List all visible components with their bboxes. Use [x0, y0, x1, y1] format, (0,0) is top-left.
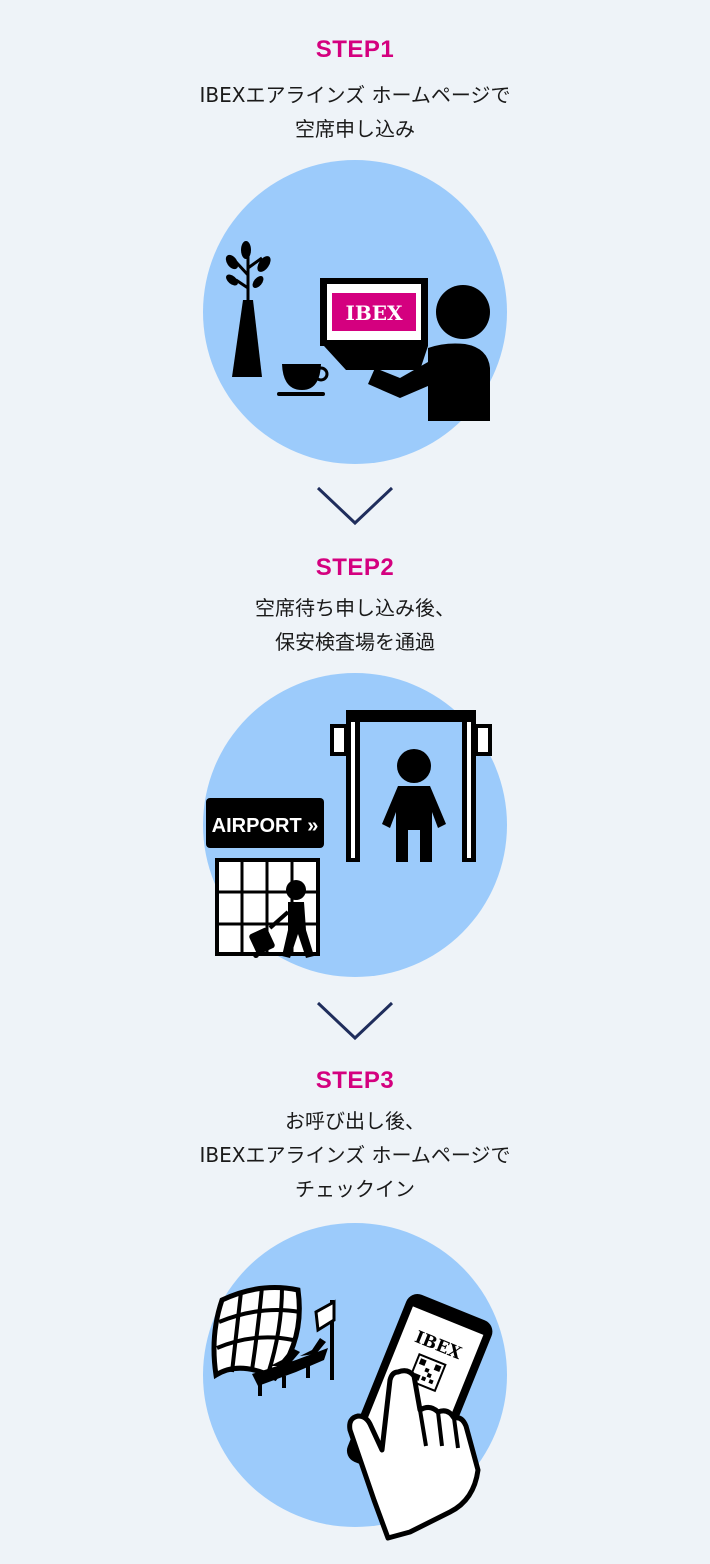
traveler-with-suitcase-icon: [249, 880, 314, 958]
waiting-seats-icon: [252, 1338, 328, 1396]
step3-title: STEP3: [315, 1067, 395, 1094]
step2-description: 空席待ち申し込み後、 保安検査場を通過: [0, 591, 710, 659]
step1-description: IBEXエアラインズ ホームページで 空席申し込み: [0, 78, 710, 146]
step3-desc-line3: チェックイン: [295, 1177, 415, 1201]
step1-title: STEP1: [315, 36, 395, 63]
person-icon: [368, 285, 490, 421]
laptop-icon: IBEX: [320, 278, 428, 370]
plant-vase-icon: [225, 241, 271, 377]
chevron-down-icon: [316, 1001, 394, 1041]
pointing-hand-icon: [347, 1368, 481, 1541]
qr-code-icon: [407, 1353, 447, 1393]
step3-desc-line2: IBEXエアラインズ ホームページで: [199, 1143, 511, 1167]
airport-sign-icon: AIRPORT »: [206, 798, 324, 848]
step3-illustration: IBEX: [211, 1285, 493, 1541]
airport-sign-text: AIRPORT »: [212, 815, 319, 837]
flag-icon: [314, 1299, 336, 1380]
security-gate-icon: [330, 710, 492, 862]
step1-desc-line1: IBEXエアラインズ ホームページで: [199, 83, 511, 107]
step2-desc-line1: 空席待ち申し込み後、: [255, 596, 455, 620]
step3-desc-line1: お呼び出し後、: [285, 1109, 425, 1133]
step2-illustration: AIRPORT »: [206, 710, 492, 958]
step3-description: お呼び出し後、 IBEXエアラインズ ホームページで チェックイン: [0, 1104, 710, 1206]
step1-desc-line2: 空席申し込み: [295, 117, 415, 141]
step1-illustration: IBEX: [225, 241, 490, 421]
step2-desc-line2: 保安検査場を通過: [275, 630, 435, 654]
laptop-screen-logo: IBEX: [345, 301, 403, 325]
step2-title: STEP2: [315, 554, 395, 581]
coffee-cup-icon: [277, 364, 329, 396]
chevron-down-icon: [316, 486, 394, 526]
